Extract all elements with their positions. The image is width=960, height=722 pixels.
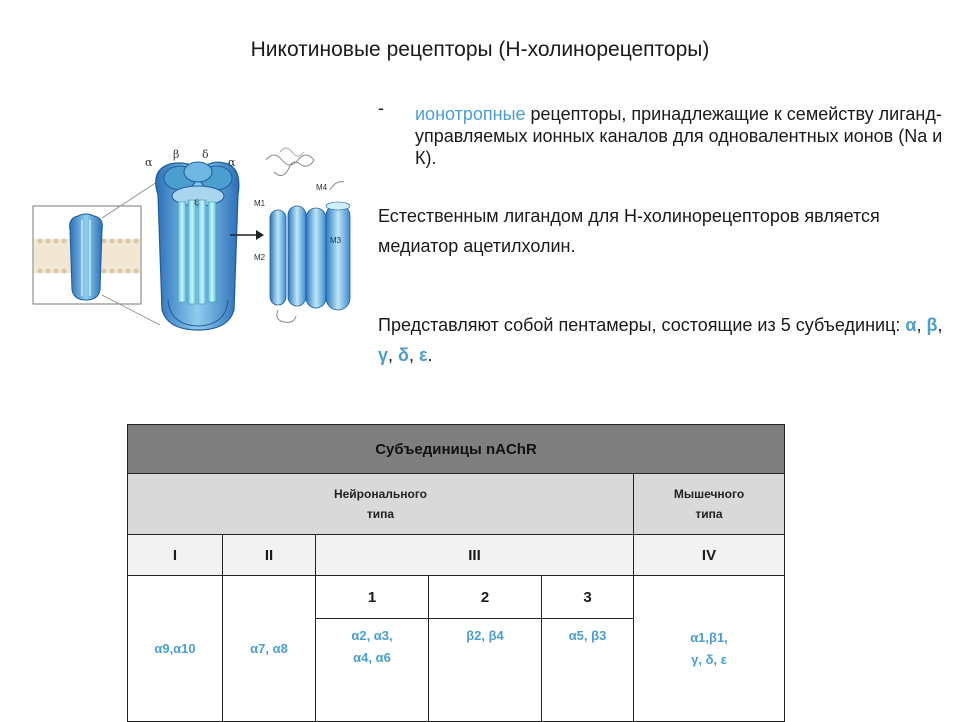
receptor-illustration: α β δ α ε M4 M1 M3 M2: [32, 147, 351, 331]
paragraph-ligand: Естественным лигандом для Н-холинорецепт…: [378, 206, 880, 256]
page-title: Никотиновые рецепторы (Н-холинорецепторы…: [250, 38, 710, 61]
nachr-subunits-table: Субъединицы nAChR Нейронального типа Мыш…: [126, 424, 786, 722]
label-m4: M4: [316, 183, 328, 192]
subgroup-2-subunits: β2, β4: [428, 618, 542, 722]
group-i-subunits: α9,α10: [127, 575, 223, 722]
subgroup-1-subunits: α2, α3, α4, α6: [315, 618, 429, 722]
label-delta: δ: [202, 148, 209, 161]
group-i-header: I: [127, 534, 223, 576]
subgroup-3-header: 3: [541, 575, 634, 619]
label-m1: M1: [254, 199, 266, 208]
pentamer-drawing: [155, 161, 240, 331]
subgroup-2-header: 2: [428, 575, 542, 619]
subunit-alpha: α: [905, 315, 917, 335]
table-header: Субъединицы nAChR: [126, 424, 786, 474]
subunit-epsilon: ε: [418, 345, 428, 365]
group-iv-subunits: α1,β1, γ, δ, ε: [632, 575, 786, 722]
arrow-icon: [230, 230, 264, 240]
transmembrane-helices: [265, 147, 351, 323]
paragraph-pentamer: Представляют собой пентамеры, состоящие …: [378, 315, 943, 365]
group-iii-header: III: [315, 534, 634, 576]
neuronal-type-header: Нейронального типа: [127, 473, 634, 535]
subunit-delta: δ: [398, 345, 409, 365]
subgroup-3-subunits: α5, β3: [541, 618, 634, 722]
ionotropic-highlight: ионотропные: [415, 104, 526, 124]
group-ii-subunits: α7, α8: [222, 575, 316, 722]
subunit-gamma: γ: [378, 345, 389, 365]
group-ii-header: II: [222, 534, 316, 576]
label-beta: β: [173, 148, 179, 161]
bullet-dash: -: [378, 98, 384, 118]
pentamer-text: Представляют собой пентамеры, состоящие …: [378, 315, 901, 335]
paragraph-ionotropic: ионотропные рецепторы, принадлежащие к с…: [415, 103, 960, 169]
subunit-beta: β: [926, 315, 938, 335]
label-m2: M2: [254, 253, 266, 262]
label-alpha-left: α: [145, 156, 153, 169]
label-m3: M3: [330, 236, 342, 245]
membrane-inset: [32, 205, 142, 305]
subgroup-1-header: 1: [315, 575, 429, 619]
label-alpha-right: α: [228, 156, 236, 169]
paragraph-ionotropic-text: рецепторы, принадлежащие к семейству лиг…: [415, 104, 943, 168]
label-epsilon: ε: [194, 197, 199, 208]
group-iv-header: IV: [632, 534, 786, 576]
muscle-type-header: Мышечного типа: [632, 473, 786, 535]
